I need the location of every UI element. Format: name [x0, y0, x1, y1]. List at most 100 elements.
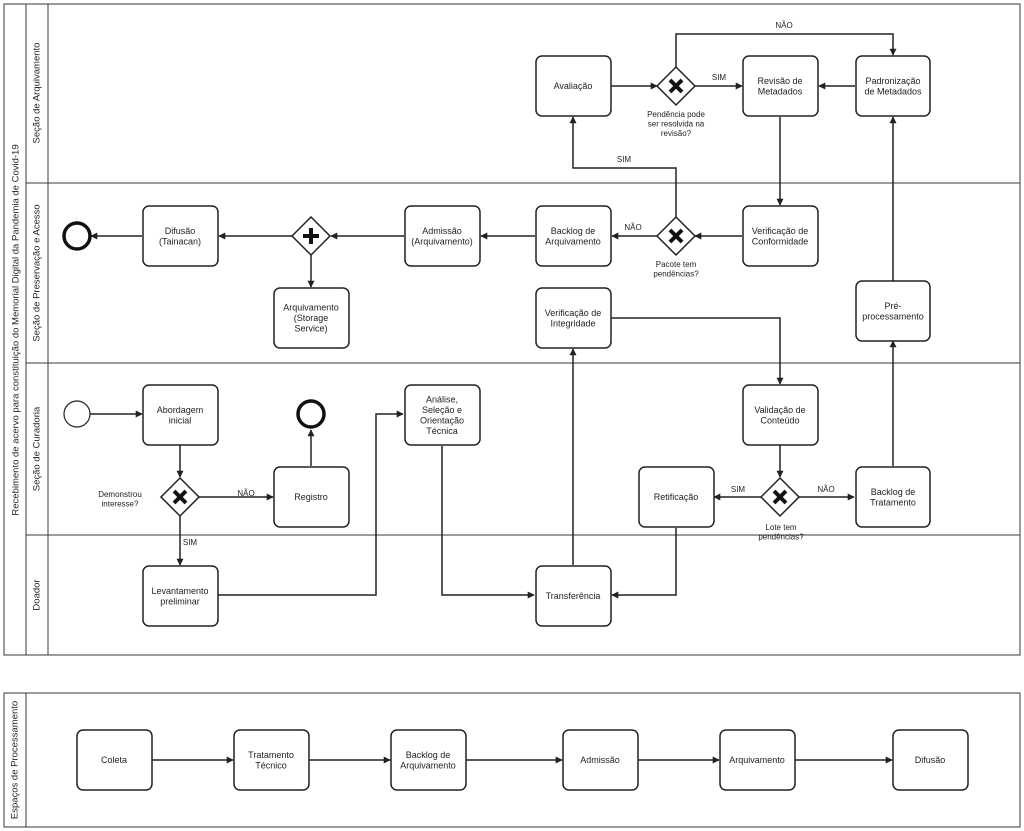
task-transferencia[interactable]: Transferência — [535, 565, 612, 627]
flow-label-sim: SIM — [183, 538, 198, 547]
label-line: Seleção e — [422, 405, 462, 415]
label-line: Validação de — [754, 405, 805, 415]
task-pre-processamento[interactable]: Pré-processamento — [855, 280, 931, 342]
task-admissao-arquivamento[interactable]: Admissão(Arquivamento) — [404, 205, 481, 267]
label-line: Orientação — [420, 415, 464, 425]
gateway-lote[interactable] — [759, 476, 801, 518]
stage-label: Admissão — [580, 755, 620, 765]
task-difusao-tainacan[interactable]: Difusão(Tainacan) — [142, 205, 219, 267]
task-box — [273, 287, 350, 349]
label-line: Técnica — [426, 426, 458, 436]
task-box — [535, 55, 612, 117]
bottom-pool: Espaços de Processamento — [3, 692, 1021, 828]
label-line: Metadados — [758, 86, 803, 96]
flow-label-nao: NÃO — [624, 223, 641, 232]
stage-box — [233, 729, 310, 791]
x-icon — [668, 78, 684, 94]
label-line: Backlog de — [406, 750, 451, 760]
task-box — [404, 384, 481, 446]
label-line: Transferência — [546, 591, 601, 601]
flow-retificacao-to-transferencia — [611, 528, 677, 599]
task-avaliacao[interactable]: Avaliação — [535, 55, 612, 117]
label-line: Verificação de — [752, 226, 809, 236]
pool-title: Recebimento de acervo para constituição … — [11, 144, 22, 515]
plus-icon — [303, 228, 319, 244]
label-line: Verificação de — [545, 308, 602, 318]
task-label: Transferência — [546, 591, 601, 601]
label-line: inicial — [169, 415, 192, 425]
label-line: pendências? — [653, 270, 699, 279]
stage-box — [390, 729, 467, 791]
task-box — [855, 466, 931, 528]
task-box — [535, 205, 612, 267]
gateway-pacote[interactable] — [655, 215, 697, 257]
end-event-circle — [296, 399, 326, 429]
label-line: Admissão — [580, 755, 620, 765]
gateway-parallel[interactable] — [290, 215, 332, 257]
sequence-flows — [90, 33, 897, 764]
stage-coleta[interactable]: Coleta — [76, 729, 153, 791]
task-label: Admissão(Arquivamento) — [411, 226, 473, 247]
task-box — [638, 466, 715, 528]
task-retificacao[interactable]: Retificação — [638, 466, 715, 528]
label-line: (Tainacan) — [159, 236, 201, 246]
label-line: interesse? — [102, 500, 139, 509]
label-line: Arquivamento — [545, 236, 601, 246]
stage-arquivamento[interactable]: Arquivamento — [719, 729, 796, 791]
stage-admissao[interactable]: Admissão — [562, 729, 639, 791]
stage-box — [76, 729, 153, 791]
label-line: preliminar — [160, 596, 200, 606]
label-line: Difusão — [915, 755, 946, 765]
task-box — [535, 565, 612, 627]
stage-label: Difusão — [915, 755, 946, 765]
bottom-pool-title: Espaços de Processamento — [10, 701, 21, 819]
label-line: pendências? — [758, 533, 804, 542]
task-box — [142, 565, 219, 627]
start-event-circle — [63, 400, 91, 428]
x-icon — [772, 489, 788, 505]
label-line: ser resolvida na — [648, 120, 705, 129]
task-box — [742, 205, 819, 267]
task-box — [855, 280, 931, 342]
x-icon — [668, 228, 684, 244]
task-box — [742, 55, 819, 117]
label-line: Abordagem — [157, 405, 204, 415]
label-line: Revisão de — [757, 76, 802, 86]
label-line: Backlog de — [871, 487, 916, 497]
stage-label: Arquivamento — [729, 755, 785, 765]
task-label: Registro — [294, 492, 328, 502]
stage-difusao[interactable]: Difusão — [892, 729, 969, 791]
flow-integridade-to-validacao — [611, 317, 784, 385]
flow-label-nao: NÃO — [775, 21, 792, 30]
task-registro[interactable]: Registro — [273, 466, 350, 528]
task-label: Difusão(Tainacan) — [159, 226, 201, 247]
gateway-pendencia[interactable] — [655, 65, 697, 107]
label-line: Padronização — [865, 76, 920, 86]
gateway-demonstrou[interactable] — [159, 476, 201, 518]
task-box — [273, 466, 350, 528]
label-line: Tratamento — [248, 750, 294, 760]
